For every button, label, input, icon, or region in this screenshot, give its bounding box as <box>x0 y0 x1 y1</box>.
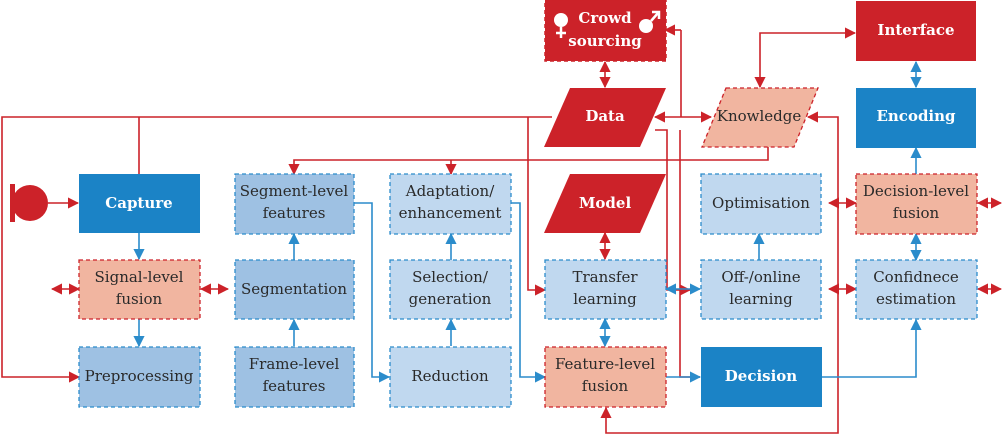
blue-line-decision-confidence <box>822 318 922 378</box>
adaptation-label-2: enhancement <box>399 204 502 222</box>
data-label: Data <box>585 107 625 125</box>
knowledge-label: Knowledge <box>717 107 802 125</box>
reduction-label: Reduction <box>411 367 489 385</box>
female-symbol-icon <box>554 13 568 38</box>
signal-level-label-1: Signal-level <box>95 268 184 286</box>
blue-line-segfeat-reduction <box>354 202 391 383</box>
capture-node: Capture <box>79 174 200 233</box>
optimisation-label: Optimisation <box>712 194 810 212</box>
crowd-label-1: Crowd <box>578 9 632 27</box>
reduction-node: Reduction <box>389 346 512 408</box>
preprocessing-node: Preprocessing <box>78 346 201 408</box>
signal-level-label-2: fusion <box>116 290 163 308</box>
transfer-label-1: Transfer <box>572 268 638 286</box>
model-label: Model <box>579 194 632 212</box>
online-learning-node: Off-/online learning <box>700 259 822 320</box>
encoding-node: Encoding <box>856 88 976 148</box>
red-line-data-transfer <box>527 117 547 296</box>
decision-level-label-1: Decision-level <box>863 182 969 200</box>
interface-label: Interface <box>877 21 954 39</box>
segment-level-features-node: Segment-level features <box>234 173 355 235</box>
red-line-data-left <box>1 116 552 383</box>
red-line-feature-loop <box>600 111 839 434</box>
feature-level-fusion-node: Feature-level fusion <box>544 346 667 408</box>
online-label-2: learning <box>729 290 793 308</box>
segment-level-label-1: Segment-level <box>240 182 349 200</box>
segment-level-label-2: features <box>263 204 326 222</box>
decision-level-fusion-node: Decision-level fusion <box>855 173 978 235</box>
crowd-sourcing-node: Crowd sourcing <box>544 0 667 62</box>
decision-node: Decision <box>701 347 822 407</box>
male-symbol-icon <box>639 10 661 33</box>
encoding-label: Encoding <box>876 107 956 125</box>
connectors <box>1 24 1003 434</box>
crowd-label-2: sourcing <box>568 32 642 50</box>
preprocessing-label: Preprocessing <box>85 367 194 385</box>
transfer-label-2: learning <box>573 290 637 308</box>
frame-level-label-1: Frame-level <box>249 355 340 373</box>
optimisation-node: Optimisation <box>700 173 822 235</box>
online-label-1: Off-/online <box>721 268 800 286</box>
adaptation-label-1: Adaptation/ <box>405 182 495 200</box>
decision-label: Decision <box>725 367 798 385</box>
model-node: Model <box>544 174 666 233</box>
knowledge-node: Knowledge <box>701 87 819 148</box>
selection-label-1: Selection/ <box>412 268 489 286</box>
feature-level-label-2: fusion <box>582 377 629 395</box>
red-line-data-decision <box>679 130 700 378</box>
frame-level-features-node: Frame-level features <box>234 346 355 408</box>
segmentation-node: Segmentation <box>234 259 355 320</box>
interface-node: Interface <box>856 1 976 61</box>
signal-level-fusion-node: Signal-level fusion <box>78 259 201 320</box>
frame-level-label-2: features <box>263 377 326 395</box>
feature-level-label-1: Feature-level <box>555 355 655 373</box>
selection-label-2: generation <box>409 290 492 308</box>
confidence-label-1: Confidnece <box>873 268 959 286</box>
segmentation-label: Segmentation <box>241 280 347 298</box>
red-line-knowledge-interface <box>754 27 857 89</box>
data-node: Data <box>544 88 666 147</box>
decision-level-label-2: fusion <box>893 204 940 222</box>
adaptation-node: Adaptation/ enhancement <box>389 173 512 235</box>
confidence-label-2: estimation <box>876 290 956 308</box>
confidence-estimation-node: Confidnece estimation <box>855 259 978 320</box>
capture-label: Capture <box>105 194 172 212</box>
microphone-icon <box>10 184 48 222</box>
selection-node: Selection/ generation <box>389 259 512 320</box>
red-line-knowledge-bus <box>288 147 769 176</box>
transfer-learning-node: Transfer learning <box>544 259 667 320</box>
blue-line-adapt-feature <box>511 202 547 383</box>
